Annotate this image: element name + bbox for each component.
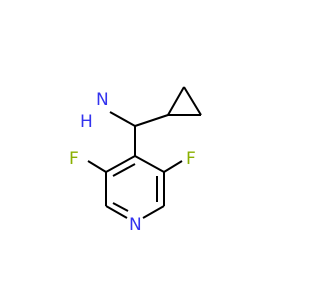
- bond-ring-double-b: [112, 202, 129, 212]
- bond-fluorine-left: [87, 160, 107, 173]
- bond-group: [87, 86, 202, 219]
- atom-amine-hydrogen: H: [80, 112, 93, 132]
- atom-pyridine-nitrogen: N: [129, 215, 142, 235]
- bond-cyclopropyl-a: [167, 86, 185, 116]
- atom-amine-nitrogen: N: [96, 90, 109, 110]
- molecule-canvas: H N F F N: [69, 86, 202, 235]
- bond-fluorine-right: [163, 160, 183, 173]
- bond-ring-double-a: [112, 163, 136, 177]
- atom-fluorine-right: F: [186, 149, 196, 169]
- bond-nitrogen-methine: [109, 111, 136, 127]
- bond-ring-n-c6: [142, 205, 165, 219]
- bond-ring-c5-c4: [134, 155, 165, 173]
- bond-ring-c4-c3: [105, 155, 136, 173]
- molecule-structure: H N F F N: [69, 86, 202, 235]
- bond-ring-c2-n: [105, 205, 128, 219]
- bond-cyclopropyl-b: [183, 86, 202, 116]
- bond-methine-cyclopropyl: [134, 114, 169, 127]
- atom-fluorine-left: F: [69, 149, 79, 169]
